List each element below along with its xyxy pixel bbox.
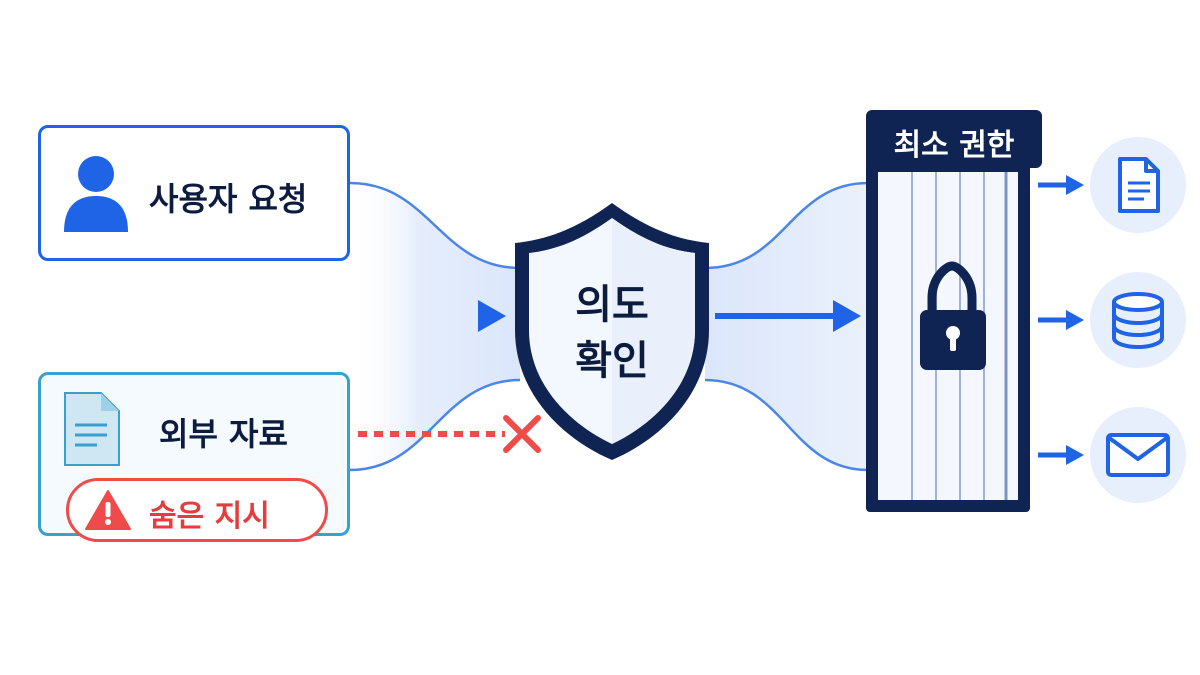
output-file	[1090, 137, 1186, 233]
left-flow-bottom-curve	[349, 378, 521, 472]
output-arrow-file	[1038, 175, 1084, 195]
intent-check-line2: 확인	[575, 338, 649, 384]
output-arrow-database	[1038, 310, 1084, 330]
hidden-instruction-label: 숨은 지시	[149, 499, 270, 534]
warning-icon	[85, 490, 131, 530]
intent-check-line1: 의도	[575, 282, 649, 328]
document-icon	[64, 392, 120, 466]
right-flow-bottom-curve	[704, 378, 869, 472]
left-flow-band	[350, 183, 520, 470]
database-icon	[1112, 292, 1164, 350]
file-icon	[1118, 157, 1160, 213]
left-flow-top-curve	[349, 181, 521, 270]
mail-icon	[1106, 433, 1170, 477]
user-request-box: 사용자 요청	[38, 125, 350, 261]
hidden-instruction-badge: 숨은 지시	[66, 478, 328, 542]
user-request-label: 사용자 요청	[149, 180, 308, 218]
least-privilege-label: 최소 권한	[893, 128, 1015, 163]
external-data-label: 외부 자료	[159, 415, 288, 453]
output-arrow-head	[833, 300, 861, 332]
user-icon	[64, 156, 128, 232]
output-database	[1090, 272, 1186, 368]
right-flow-band	[705, 183, 868, 470]
output-mail	[1090, 407, 1186, 503]
least-privilege-header: 최소 권한	[866, 110, 1042, 168]
input-arrow-head	[478, 300, 506, 332]
right-flow-top-curve	[704, 181, 869, 270]
lock-icon	[920, 261, 986, 370]
shield-icon	[515, 203, 709, 460]
output-arrow-mail	[1038, 445, 1084, 465]
x-icon	[503, 415, 541, 453]
